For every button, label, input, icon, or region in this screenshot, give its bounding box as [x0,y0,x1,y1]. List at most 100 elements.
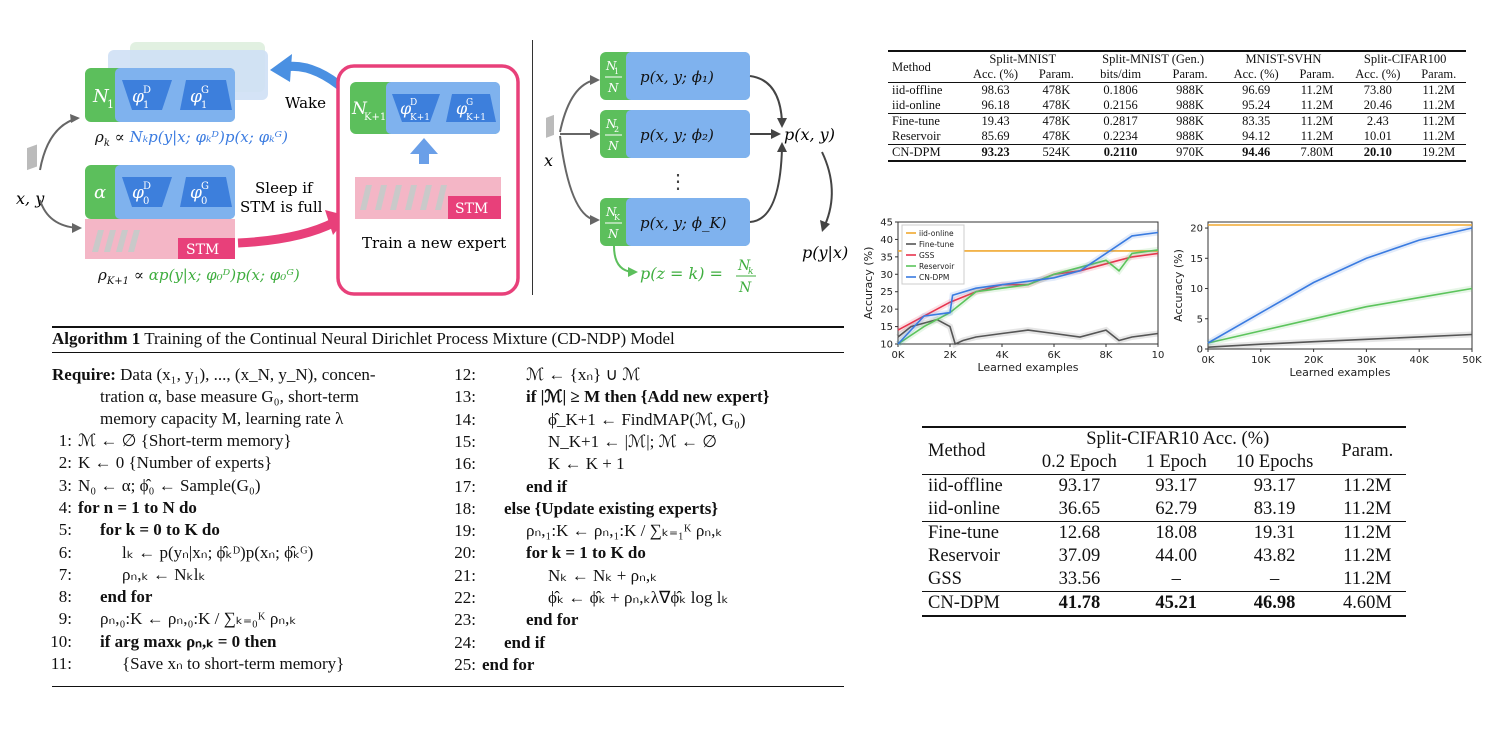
t1-value-cell: 524K [1042,145,1071,159]
alg-line-number: 25: [454,654,476,674]
t1-value-cell: 85.69 [981,129,1010,143]
expert1-phi-g-sup: G [201,85,209,96]
new-expert-n: N [351,99,368,119]
t2-method-cell: GSS [928,569,962,589]
t1-sub: Param. [1038,67,1074,81]
chart0-xtick-label: 2K [944,350,957,361]
t1-method-cell: CN-DPM [892,145,941,159]
alg-left-line: 11:{Save xₙ to short-term memory} [48,653,344,675]
chart1-ytick-label: 15 [1190,254,1203,265]
t1-method-cell: iid-online [892,98,941,112]
alg-right-line: 18:else {Update existing experts} [452,498,718,520]
t1-group-2: Split-MNIST (Gen.) [1102,52,1205,66]
right-diagram: x N 1 N p(x, y; ϕ₁) N 2 N p(x, y; ϕ₂) ⋮ [540,30,870,310]
alg-right-line: 13:if |ℳ| ≥ M then {Add new expert} [452,386,769,408]
t1-value-cell: 0.2156 [1103,98,1138,112]
right-diagram-svg: x N 1 N p(x, y; ϕ₁) N 2 N p(x, y; ϕ₂) ⋮ [544,52,848,296]
pz-den: N [738,280,752,296]
expertk-weight-num: N [605,205,617,219]
expert1-weight-num: N [605,59,617,73]
chart0-ytick-label: 40 [880,235,893,246]
alg-left-line: 10:if arg maxₖ ρₙ,ₖ = 0 then [48,631,276,653]
rho-k1-formula: ρK+1 ∝ αp(y|x; φ₀ᴰ)p(x; φ₀ᴳ) [97,266,300,287]
t2-sub: 0.2 Epoch [1041,452,1117,472]
chart1-ytick-label: 5 [1197,314,1203,325]
results-table-2: Method Split-CIFAR10 Acc. (%) Param. 0.2… [922,426,1406,617]
alg-top-rule [52,326,844,328]
t1-method-cell: iid-offline [892,83,943,97]
alg-left-line: 7:ρₙ,ₖ ← Nₖlₖ [48,564,206,586]
alg-line-number: 15: [454,431,476,451]
alg-line-text: {Save xₙ to short-term memory} [122,654,345,673]
t1-value-cell: 11.2M [1422,98,1455,112]
t1-group-1: Split-MNIST [989,52,1057,66]
t1-sub: bits/dim [1100,67,1142,81]
expert2-weight-num-sub: 2 [614,125,619,134]
t2-value-cell: 45.21 [1155,593,1197,613]
t2-method-cell: iid-offline [928,476,1003,496]
alg-right-line: 24:end if [452,632,545,654]
rho-k1-rest: αp(y|x; φ₀ᴰ)p(x; φ₀ᴳ) [149,266,300,284]
t2-value-cell: – [1269,569,1280,589]
chart1-xtick-label: 40K [1410,355,1430,366]
t1-value-cell: 988K [1176,98,1204,112]
right-expert-k: N K N p(x, y; ϕ_K) [600,198,750,246]
alg-line-text: for n = 1 to N do [78,497,197,517]
chart1-xtick-label: 30K [1357,355,1377,366]
alg-line-text: K ← 0 {Number of experts} [78,453,273,473]
t1-value-cell: 94.46 [1242,145,1271,159]
t2-method-cell: iid-online [928,499,1000,519]
chart1-xlabel: Learned examples [1289,366,1390,379]
chart1-ytick-label: 0 [1197,345,1203,356]
expert1-n: N [92,86,110,107]
expert1-phi-d-sup: D [143,85,151,96]
alg-line-text: for k = 0 to K do [100,520,220,540]
expert0-phi-d-sub: 0 [143,196,149,207]
alg-line-text: if |ℳ| ≥ M then {Add new expert} [526,387,770,407]
new-stm-label: STM [455,201,488,217]
t2-sub: 10 Epochs [1235,452,1314,472]
alg-line-text: ρₙ,₁:K ← ρₙ,₁:K / ∑ₖ₌₁ᴷ ρₙ,ₖ [526,521,723,541]
alg-line-number: 17: [454,476,476,496]
chart0-ytick-label: 45 [880,218,893,229]
chart1-series-line-reservoir [1207,287,1473,344]
chart0-ytick-label: 10 [880,340,893,351]
expert0-phi-d: φ [132,183,144,203]
t1-group-3: MNIST-SVHN [1245,52,1322,66]
expertk-weight-den: N [607,227,619,241]
alg-line-text: Nₖ ← Nₖ + ρₙ,ₖ [548,565,658,585]
t1-sub: Acc. (%) [1233,67,1279,81]
rho-k-sub: k [104,138,110,149]
rho-k-formula: ρk ∝ Nₖp(y|x; φₖᴰ)p(x; φₖᴳ) [94,128,288,149]
expertk-label: p(x, y; ϕ_K) [640,214,727,232]
alg-line-text: end for [482,654,535,674]
t1-sub: Param. [1421,67,1457,81]
chart0-xtick-label: 4K [996,350,1009,361]
t1-value-cell: 11.2M [1422,83,1455,97]
sleep-arrow [237,217,338,248]
t1-group-4: Split-CIFAR100 [1363,52,1447,66]
chart0-legend-label: Reservoir [919,262,955,271]
expert1-weight-den: N [607,81,619,95]
expert1-phi-d-shape [122,80,172,110]
chart0-ytick-label: 25 [880,287,893,298]
t1-value-cell: 478K [1042,114,1071,128]
chart1-xtick-label: 50K [1462,355,1482,366]
expert2-weight-num: N [605,117,617,131]
pz-num: N [737,258,751,274]
alg-line-number: 21: [454,565,476,585]
t2-value-cell: 37.09 [1058,546,1101,566]
t1-value-cell: 11.2M [1422,129,1455,143]
alg-line-number: 19: [454,521,476,541]
t2-value-cell: 33.56 [1058,569,1101,589]
alg-line-number: 24: [454,632,476,652]
right-input-slab [546,114,554,138]
alg-right-line: 20:for k = 1 to K do [452,542,646,564]
chart0-ytick-label: 15 [880,322,893,333]
t2-value-cell: 19.31 [1253,523,1296,543]
